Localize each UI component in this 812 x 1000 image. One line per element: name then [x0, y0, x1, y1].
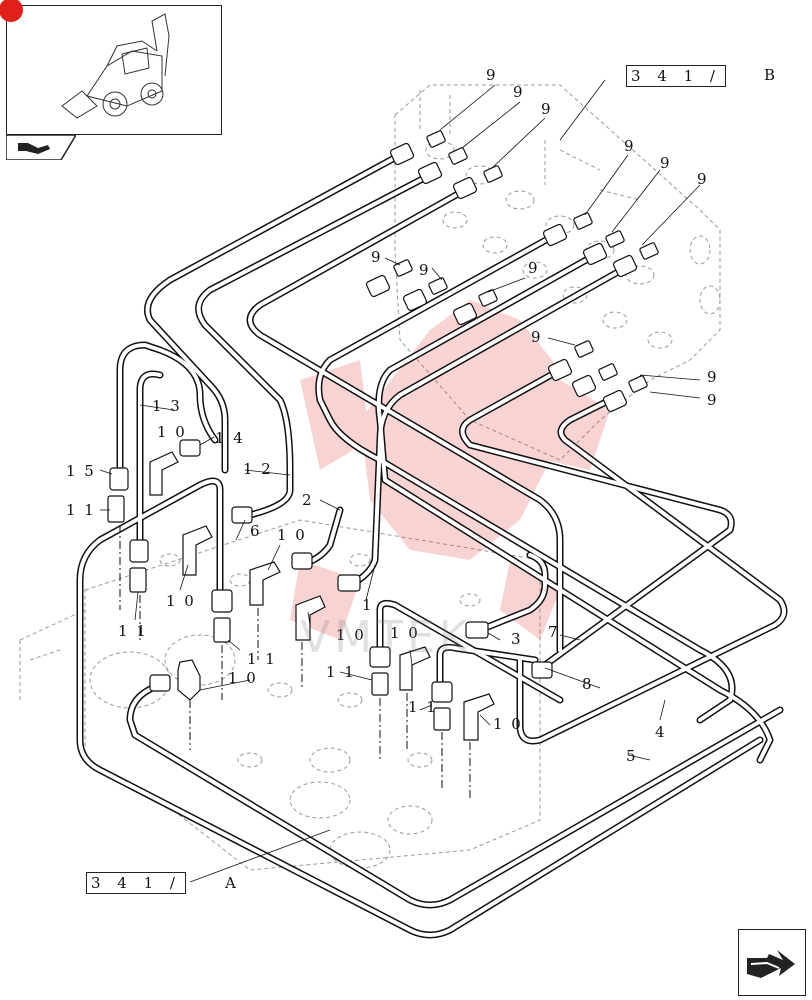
center-lines — [119, 525, 471, 800]
label-part-10: 1 0 — [166, 592, 196, 610]
page-forward-icon[interactable] — [6, 135, 76, 160]
label-part-9: 9 — [531, 328, 543, 346]
adapter-fitting — [582, 230, 625, 266]
adapter-fitting — [542, 212, 593, 247]
reference-letter-a: A — [225, 874, 236, 892]
reference-box-a: 3 4 1 / — [86, 872, 186, 894]
fittings — [107, 130, 659, 741]
reference-letter-b: B — [764, 66, 776, 84]
label-part-11: 1 1 — [118, 622, 148, 640]
label-part-13: 1 3 — [152, 397, 182, 415]
label-part-10: 1 0 — [157, 423, 187, 441]
label-part-7: 7 — [548, 623, 560, 641]
watermark-text: VMTEK — [300, 612, 472, 663]
label-part-10: 1 0 — [493, 715, 523, 733]
leader-lines — [99, 79, 701, 883]
label-part-4: 4 — [655, 723, 667, 741]
adapter-fitting — [602, 375, 648, 413]
part-number-labels: 9 9 9 9 9 9 9 9 9 9 9 9 1 3 1 0 1 4 1 2 … — [66, 66, 719, 765]
adapter-fitting — [452, 289, 498, 326]
label-part-9: 9 — [697, 170, 709, 188]
label-part-14: 1 4 — [215, 429, 245, 447]
adapter-fitting — [417, 147, 468, 185]
next-page-arrow-icon[interactable] — [738, 929, 806, 996]
label-part-1: 1 — [362, 596, 374, 614]
reference-box-b: 3 4 1 / — [626, 65, 726, 87]
adapter-fitting — [389, 130, 446, 166]
label-part-11: 1 1 — [408, 698, 438, 716]
label-part-12: 1 2 — [243, 460, 273, 478]
label-part-3: 3 — [511, 630, 523, 648]
adapter-fitting — [402, 277, 448, 312]
label-part-10: 1 0 — [277, 526, 307, 544]
machine-thumbnail — [0, 0, 222, 135]
label-part-9: 9 — [419, 261, 431, 279]
backhoe-loader-icon — [61, 13, 170, 119]
adapter-fitting — [571, 363, 618, 398]
label-part-9: 9 — [486, 66, 498, 84]
label-part-11: 1 1 — [326, 663, 356, 681]
adapter-fitting — [547, 340, 594, 382]
corner-badge — [0, 0, 23, 22]
label-part-11: 1 1 — [247, 650, 277, 668]
label-part-10: 1 0 — [390, 624, 420, 642]
label-part-10: 1 0 — [336, 626, 366, 644]
label-part-11: 1 1 — [66, 501, 96, 519]
adapter-fitting — [452, 165, 503, 200]
label-part-8: 8 — [582, 675, 594, 693]
label-part-9: 9 — [528, 259, 540, 277]
label-part-10: 1 0 — [228, 669, 258, 687]
label-part-2: 2 — [302, 491, 314, 509]
label-part-6: 6 — [250, 522, 262, 540]
label-part-9: 9 — [513, 83, 525, 101]
label-part-15: 1 5 — [66, 462, 96, 480]
label-part-9: 9 — [707, 368, 719, 386]
label-part-9: 9 — [660, 154, 672, 172]
label-part-9: 9 — [707, 391, 719, 409]
label-part-9: 9 — [624, 137, 636, 155]
label-part-9: 9 — [371, 248, 383, 266]
adapter-fitting — [612, 242, 659, 278]
label-part-9: 9 — [541, 100, 553, 118]
tube-set — [76, 151, 784, 935]
label-part-5: 5 — [626, 747, 638, 765]
